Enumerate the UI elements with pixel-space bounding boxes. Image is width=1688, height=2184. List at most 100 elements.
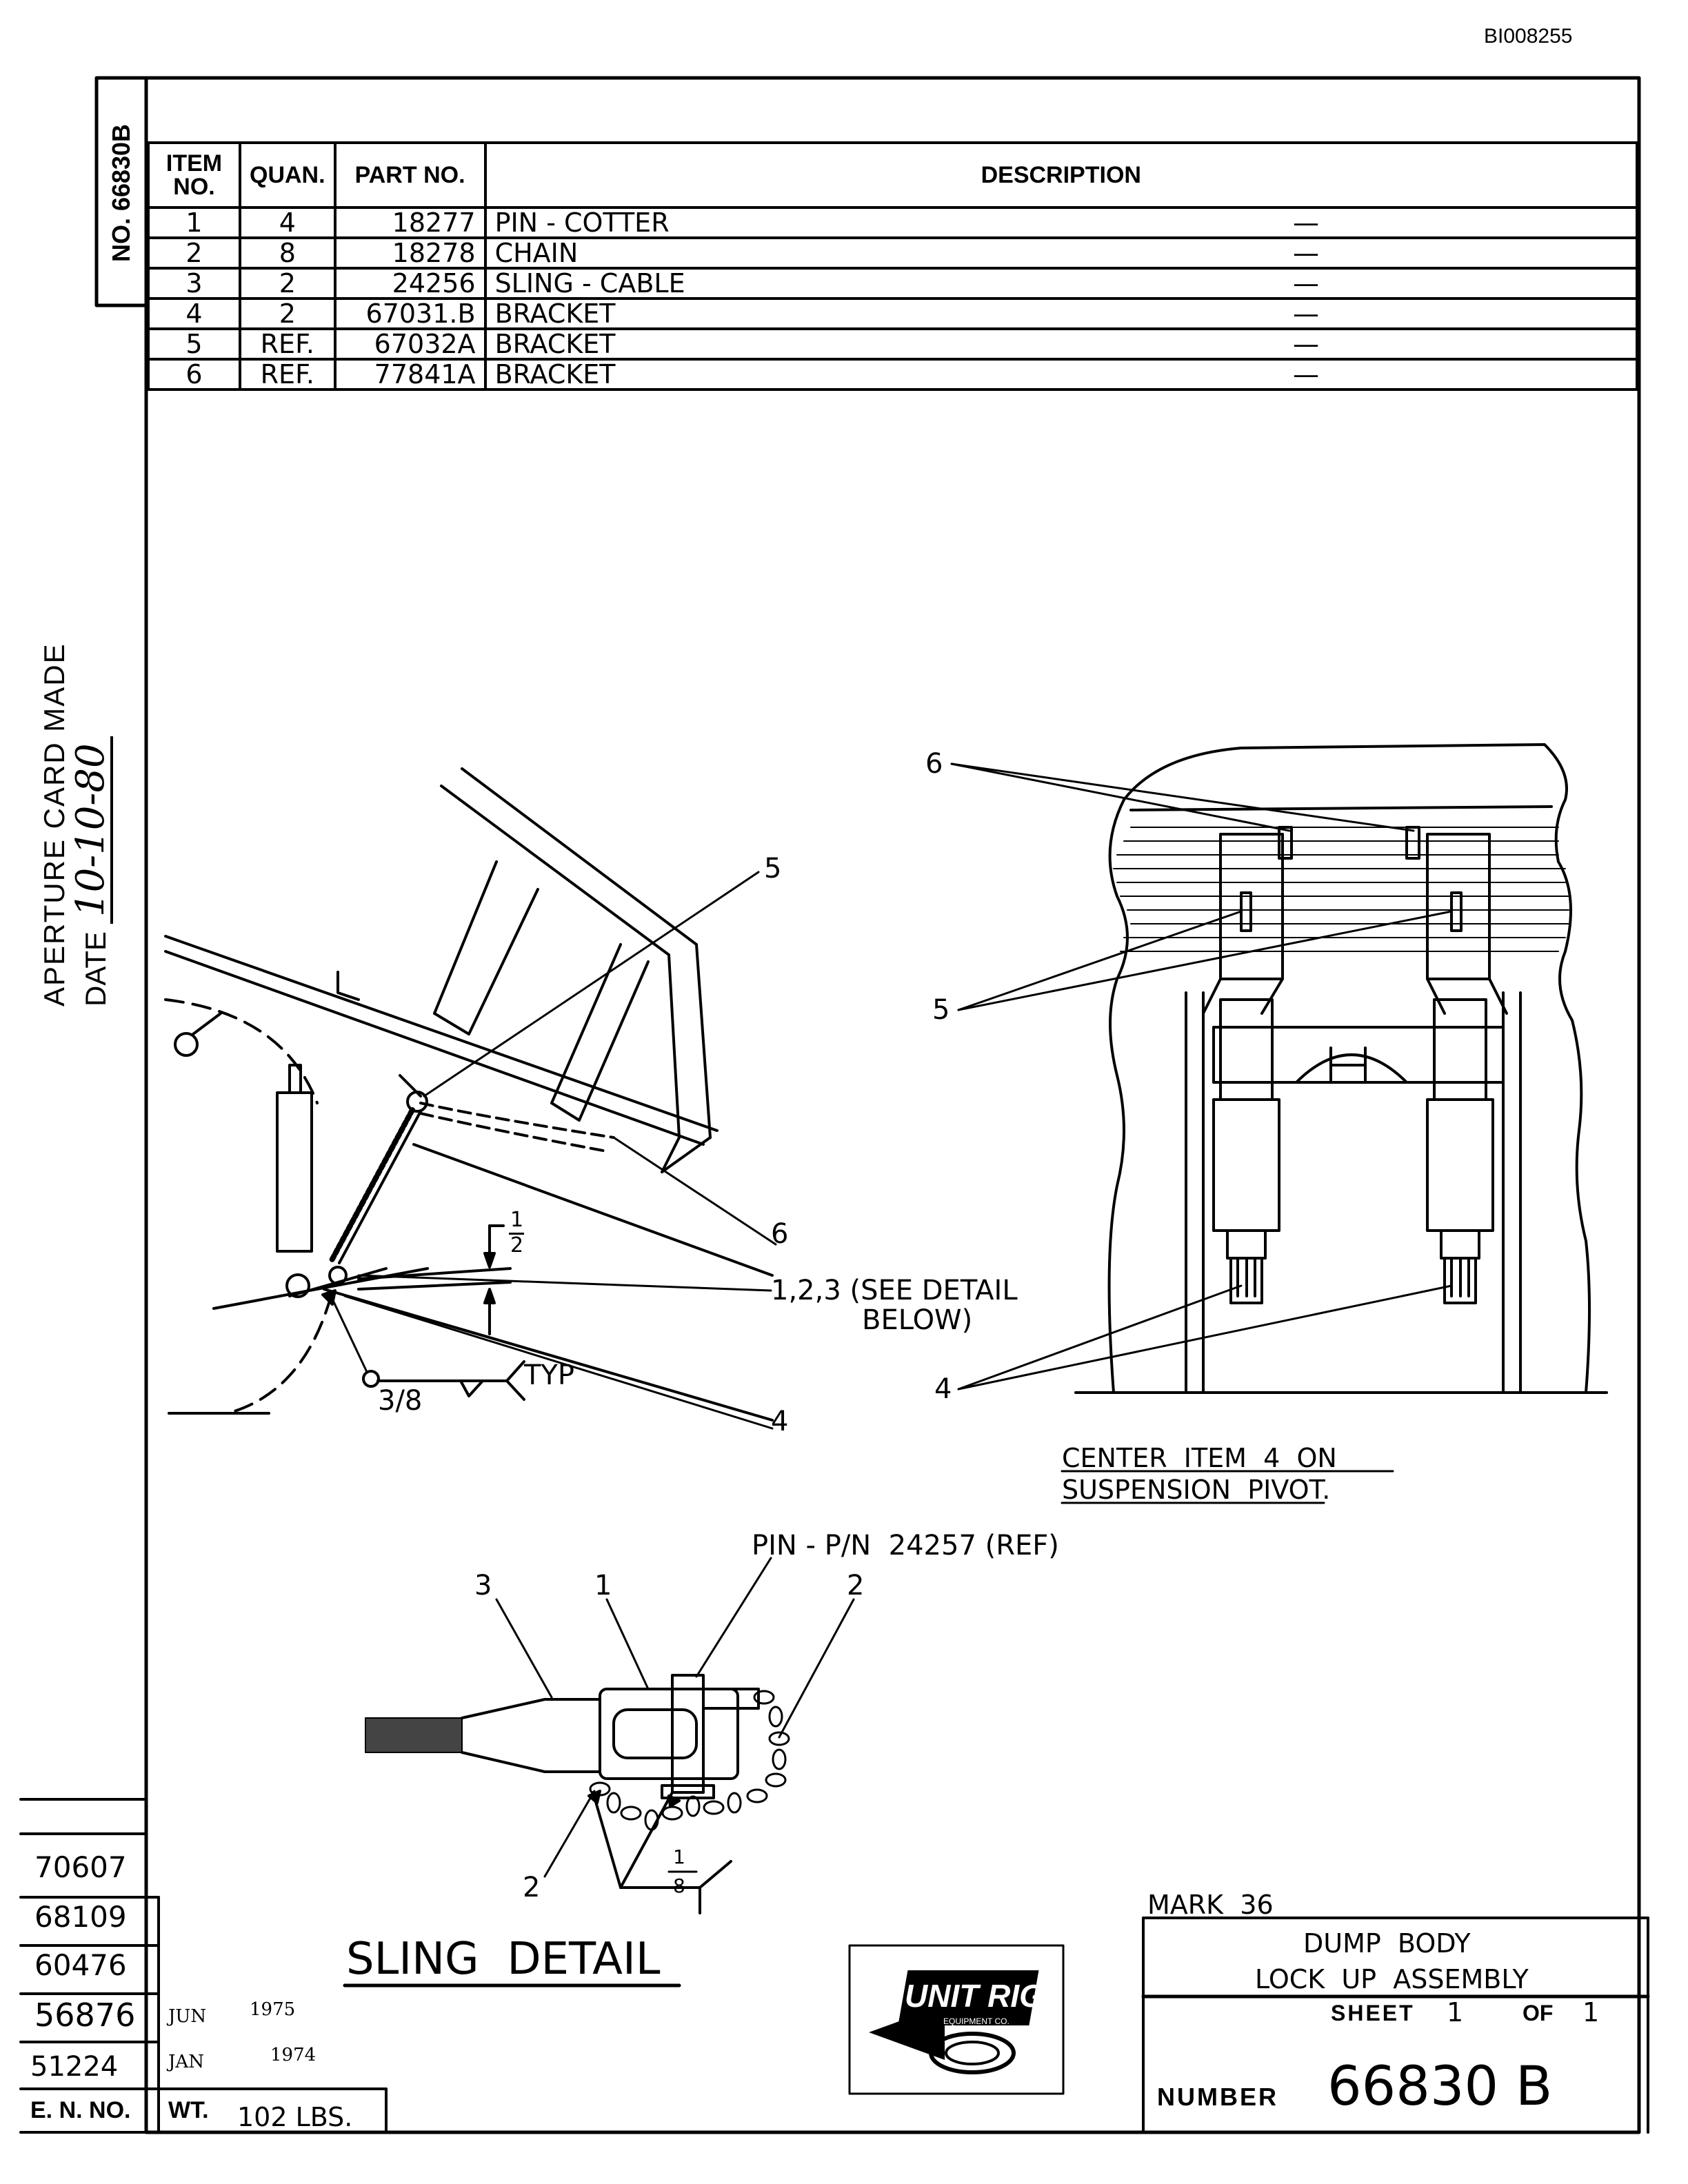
- description: BRACKET —: [483, 358, 1639, 391]
- description: CHAIN —: [483, 236, 1639, 270]
- sheet-label: SHEET: [1331, 2001, 1415, 2025]
- dash-mark: —: [1293, 329, 1319, 359]
- parts-table-header: ITEM NO. QUAN. PART NO. DESCRIPTION: [147, 141, 1639, 209]
- callout-6-side: 6: [771, 1218, 789, 1250]
- item-no: 2: [147, 236, 241, 270]
- header-part-no: PART NO.: [333, 141, 487, 209]
- rear-note-line2: SUSPENSION PIVOT.: [1062, 1475, 1331, 1505]
- en-number: 68109: [34, 1900, 127, 1934]
- quantity: 2: [239, 267, 336, 300]
- weld-typ: TYP: [524, 1359, 574, 1391]
- aperture-date: 10-10-80: [68, 736, 113, 924]
- mark-number: MARK 36: [1147, 1890, 1274, 1920]
- logo-graphic: [869, 1970, 1039, 2074]
- aperture-line2: DATE: [79, 931, 112, 1007]
- description-text: CHAIN: [494, 238, 579, 268]
- drawing-title-line1: DUMP BODY: [1303, 1928, 1471, 1959]
- unit-rig-logo: UNIT RIG EQUIPMENT CO.: [862, 1957, 1052, 2084]
- sling-detail-title: SLING DETAIL: [346, 1934, 661, 1985]
- table-row: 1 4 18277 PIN - COTTER —: [147, 206, 1639, 239]
- quantity: 4: [239, 206, 336, 239]
- table-row: 3 2 24256 SLING - CABLE —: [147, 267, 1639, 300]
- table-row: 6 REF. 77841A BRACKET—: [147, 358, 1639, 391]
- description: SLING - CABLE —: [483, 267, 1639, 300]
- header-quan: QUAN.: [239, 141, 336, 209]
- description-text: BRACKET: [494, 329, 616, 359]
- sling-callout-2-bottom: 2: [523, 1872, 541, 1903]
- en-no-label: E. N. NO.: [30, 2097, 131, 2123]
- dash-mark: —: [1293, 208, 1319, 238]
- quantity: 2: [239, 297, 336, 330]
- table-row: 2 8 18278 CHAIN —: [147, 236, 1639, 270]
- callout-123-below: BELOW): [862, 1304, 973, 1336]
- en-number: 56876: [34, 1996, 136, 2034]
- part-number: 67032A: [333, 327, 487, 361]
- sling-callout-2-top: 2: [847, 1570, 865, 1601]
- number-label: NUMBER: [1157, 2083, 1278, 2111]
- dim-fraction-num: 1: [510, 1208, 524, 1232]
- dash-mark: —: [1293, 268, 1319, 299]
- description: BRACKET —: [483, 327, 1639, 361]
- weld-fraction-den: 8: [673, 1874, 685, 1897]
- sheet-number: 1: [1447, 1997, 1464, 2028]
- weld-size: 3/8: [378, 1385, 423, 1417]
- side-drawing-number: NO. 66830B: [107, 123, 135, 263]
- quantity: REF.: [239, 358, 336, 391]
- callout-4-side: 4: [771, 1406, 789, 1437]
- item-no: 1: [147, 206, 241, 239]
- sling-callout-1: 1: [594, 1570, 612, 1601]
- sling-callout-3: 3: [474, 1570, 492, 1601]
- description-text: PIN - COTTER: [494, 208, 670, 238]
- rev-date-year: 1975: [250, 1999, 296, 2020]
- sheet-total: 1: [1582, 1997, 1600, 2028]
- rev-date-year: 1974: [270, 2045, 316, 2065]
- item-no: 4: [147, 297, 241, 330]
- drawing-title-line2: LOCK UP ASSEMBLY: [1255, 1964, 1529, 1994]
- rev-date-month: JAN: [168, 2052, 204, 2072]
- logo-subtext: EQUIPMENT CO.: [943, 2016, 1009, 2026]
- header-item-no: ITEM NO.: [147, 141, 241, 209]
- part-number: 24256: [333, 267, 487, 300]
- header-description: DESCRIPTION: [483, 141, 1639, 209]
- callout-123: 1,2,3 (SEE DETAIL: [771, 1275, 1018, 1306]
- table-row: 5 REF. 67032A BRACKET —: [147, 327, 1639, 361]
- quantity: 8: [239, 236, 336, 270]
- dash-mark: —: [1293, 359, 1319, 390]
- description: PIN - COTTER —: [483, 206, 1639, 239]
- parts-list-table: ITEM NO. QUAN. PART NO. DESCRIPTION 1 4 …: [147, 141, 1639, 391]
- en-number: 51224: [30, 2051, 119, 2083]
- aperture-line1: APERTURE CARD MADE: [38, 643, 70, 1007]
- item-no: 5: [147, 327, 241, 361]
- dim-fraction-den: 2: [510, 1233, 524, 1257]
- of-label: OF: [1523, 2001, 1554, 2025]
- description: BRACKET —: [483, 297, 1639, 330]
- table-row: 4 2 67031.B BRACKET —: [147, 297, 1639, 330]
- dim-fraction-bar: [509, 1233, 524, 1235]
- part-number: 18278: [333, 236, 487, 270]
- description-text: SLING - CABLE: [494, 268, 685, 299]
- weight-value: 102 LBS.: [237, 2102, 353, 2132]
- aperture-card-stamp: APERTURE CARD MADE DATE 10-10-80: [38, 620, 123, 1007]
- item-no: 3: [147, 267, 241, 300]
- en-number: 70607: [34, 1850, 127, 1884]
- weld-fraction-num: 1: [673, 1846, 685, 1868]
- weight-label: WT.: [168, 2097, 209, 2123]
- dash-mark: —: [1293, 299, 1319, 329]
- rev-date-month: JUN: [168, 2006, 207, 2027]
- callout-4-rear: 4: [934, 1373, 952, 1405]
- part-number: 67031.B: [333, 297, 487, 330]
- callout-5-rear: 5: [932, 994, 950, 1026]
- description-text: BRACKET: [494, 359, 616, 390]
- callout-5-side: 5: [764, 853, 782, 884]
- item-no: 6: [147, 358, 241, 391]
- document-id: BI008255: [1484, 25, 1573, 48]
- logo-text: UNIT RIG: [905, 1978, 1044, 2014]
- callout-6-rear: 6: [925, 748, 943, 780]
- description-text: BRACKET: [494, 299, 616, 329]
- quantity: REF.: [239, 327, 336, 361]
- dash-mark: —: [1293, 238, 1319, 268]
- rear-note-line1: CENTER ITEM 4 ON: [1062, 1443, 1337, 1473]
- part-number: 18277: [333, 206, 487, 239]
- drawing-number: 66830 B: [1327, 2056, 1553, 2118]
